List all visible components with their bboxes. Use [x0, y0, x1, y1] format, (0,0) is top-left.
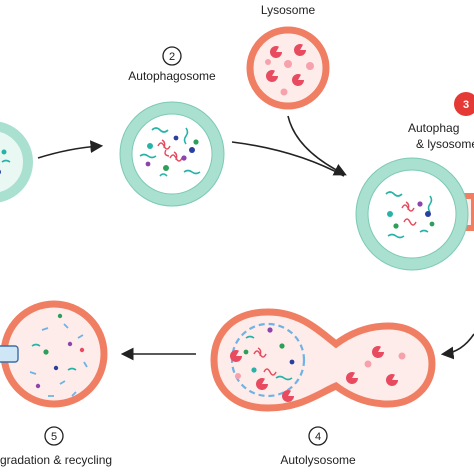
arrow-1-to-2 [37, 140, 104, 159]
autolysosome-label: Autolysosome [280, 453, 356, 467]
step-5-number: 5 [51, 431, 57, 443]
arrow-3-to-4 [440, 333, 474, 360]
fusion-label-line1: Autophag [408, 121, 459, 135]
degradation-stage5 [0, 300, 108, 408]
autophagosome-label: Autophagosome [128, 69, 216, 83]
autolysosome-stage4 [210, 308, 436, 412]
step-4-number: 4 [315, 431, 321, 443]
lysosome [246, 26, 330, 110]
autophagosome-stage2 [119, 101, 225, 207]
fusion-stage3 [355, 157, 474, 271]
arrow-2-to-3 [231, 141, 345, 177]
step-2-badge: 2 [162, 46, 182, 66]
step-5-badge: 5 [44, 426, 64, 446]
lysosome-label: Lysosome [261, 3, 316, 17]
step-3-number: 3 [463, 99, 469, 111]
fusion-label-line2: & lysosome [416, 137, 474, 151]
phagophore-stage1 [0, 121, 33, 203]
arrow-lysosome-to-fusion [287, 115, 347, 176]
step-4-badge: 4 [308, 426, 328, 446]
step-3-badge: 3 [454, 92, 474, 116]
step-2-number: 2 [169, 51, 175, 63]
degradation-label: gradation & recycling [0, 453, 112, 467]
